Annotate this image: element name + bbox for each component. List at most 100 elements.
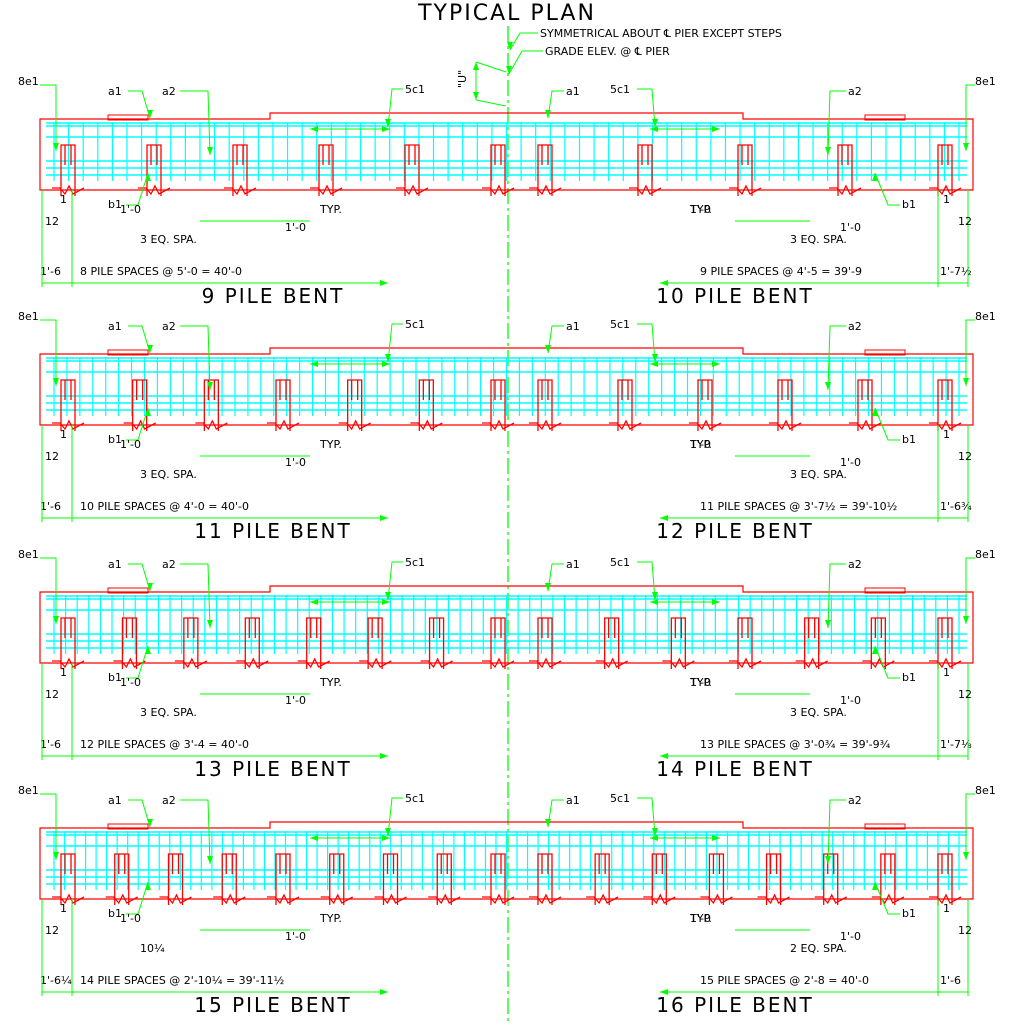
pile bbox=[482, 379, 515, 431]
leader-b1 bbox=[874, 645, 900, 679]
leader-5c1-arrowhead bbox=[652, 592, 658, 600]
pile bbox=[428, 853, 461, 905]
dim-12: 12 bbox=[958, 450, 972, 463]
leader-a2-arrowhead bbox=[825, 620, 831, 628]
bar-label-a2: a2 bbox=[848, 320, 862, 333]
leader-a1 bbox=[128, 799, 151, 828]
pile bbox=[795, 617, 828, 669]
bar-label-5c1: 5c1 bbox=[405, 318, 425, 331]
leader-a1 bbox=[547, 325, 564, 354]
dim-eq-spa: 3 EQ. SPA. bbox=[790, 706, 847, 719]
leader-a1-arrowhead bbox=[147, 110, 153, 118]
bar-label-a1: a1 bbox=[566, 85, 580, 98]
dim-12: 12 bbox=[45, 688, 59, 701]
cap-step-left bbox=[107, 587, 149, 594]
bar-label-b1: b1 bbox=[108, 671, 122, 684]
pile bbox=[929, 379, 962, 431]
dim-1ft-b: 1'-0 bbox=[285, 221, 306, 234]
drawing-title: TYPICAL PLAN bbox=[417, 1, 596, 26]
leader-a2 bbox=[180, 90, 211, 156]
bar-label-a2: a2 bbox=[848, 558, 862, 571]
dim-5c1-arrow-a bbox=[650, 361, 658, 367]
leader-5c1-arrowhead bbox=[652, 828, 658, 836]
pile bbox=[213, 853, 246, 905]
pile bbox=[849, 379, 882, 431]
typ-note: TYP. bbox=[319, 676, 342, 689]
bar-label-8e1: 8e1 bbox=[975, 75, 996, 88]
pile bbox=[529, 853, 562, 905]
dim-1ft-a: 1'-0 bbox=[690, 438, 711, 451]
dim-1ft-b: 1'-0 bbox=[840, 694, 861, 707]
leader-b1-arrowhead bbox=[872, 882, 878, 890]
pile bbox=[482, 144, 515, 196]
leader-5c1 bbox=[387, 88, 403, 128]
leader-5c1-arrowhead bbox=[385, 828, 391, 836]
dim-pile-spaces: 14 PILE SPACES @ 2'-10¼ = 39'-11½ bbox=[80, 974, 284, 987]
dim-eq-spa: 10¼ bbox=[140, 942, 165, 955]
dim-spaces-arrow bbox=[380, 515, 388, 521]
dim-12: 12 bbox=[45, 215, 59, 228]
dim-1ft-a: 1'-0 bbox=[690, 912, 711, 925]
bar-label-8e1: 8e1 bbox=[18, 310, 39, 323]
bar-label-b1: b1 bbox=[108, 198, 122, 211]
pile bbox=[105, 853, 139, 905]
leader-a2-arrowhead bbox=[207, 856, 213, 864]
pile bbox=[52, 144, 85, 196]
leader-a1-arrowhead bbox=[545, 110, 551, 118]
dim-1ft-a: 1'-0 bbox=[120, 438, 141, 451]
leader-8e1 bbox=[965, 557, 975, 624]
dim-1ft-b: 1'-0 bbox=[285, 694, 306, 707]
symmetry-leader-arrowhead bbox=[507, 42, 513, 50]
pile bbox=[267, 853, 300, 905]
bar-label-8e1: 8e1 bbox=[975, 784, 996, 797]
leader-a2-arrowhead bbox=[207, 620, 213, 628]
pile bbox=[929, 853, 962, 905]
typ-note: TYP. bbox=[689, 203, 712, 216]
dim-spaces-arrow bbox=[380, 989, 388, 995]
dim-pile-spaces: 9 PILE SPACES @ 4'-5 = 39'-9 bbox=[700, 265, 862, 278]
pile bbox=[729, 617, 762, 669]
dim-5c1-arrow-a bbox=[650, 599, 658, 605]
pile bbox=[871, 853, 905, 905]
bar-label-5c1: 5c1 bbox=[405, 83, 425, 96]
leader-5c1 bbox=[637, 88, 656, 128]
dim-1: 1 bbox=[943, 902, 950, 915]
dim-5c1-arrow-b bbox=[382, 126, 390, 132]
dim-5c1-arrow-a bbox=[310, 361, 318, 367]
cap-step-left bbox=[107, 114, 149, 121]
dim-12: 12 bbox=[45, 924, 59, 937]
pile bbox=[629, 144, 662, 196]
pile bbox=[52, 853, 85, 905]
bent-title: 16 PILE BENT bbox=[656, 993, 813, 1017]
leader-a1-arrowhead bbox=[545, 819, 551, 827]
leader-a2 bbox=[827, 799, 846, 865]
bent-title: 13 PILE BENT bbox=[194, 757, 351, 781]
pile bbox=[52, 379, 85, 431]
cap-step-right bbox=[864, 349, 906, 356]
bar-label-a1: a1 bbox=[108, 320, 122, 333]
leader-a2 bbox=[180, 563, 211, 629]
dim-eq-spa: 2 EQ. SPA. bbox=[790, 942, 847, 955]
pier-cap-outline bbox=[39, 821, 974, 900]
dim-spaces-arrow bbox=[660, 989, 668, 995]
dim-eq-spa: 3 EQ. SPA. bbox=[790, 233, 847, 246]
dim-5c1-arrow-a bbox=[310, 126, 318, 132]
bar-label-a2: a2 bbox=[848, 85, 862, 98]
pile bbox=[159, 853, 192, 905]
pile bbox=[174, 617, 208, 669]
leader-b1 bbox=[126, 407, 149, 441]
u-arrow-top bbox=[473, 62, 479, 70]
leader-a2 bbox=[827, 90, 846, 156]
leader-b1-arrowhead bbox=[145, 882, 151, 890]
pile bbox=[829, 144, 862, 196]
bar-label-8e1: 8e1 bbox=[18, 548, 39, 561]
leader-8e1-arrowhead bbox=[53, 852, 59, 860]
pile bbox=[52, 617, 85, 669]
leader-8e1-arrowhead bbox=[963, 616, 969, 624]
leader-a1 bbox=[128, 563, 151, 592]
leader-a1-arrowhead bbox=[545, 583, 551, 591]
leader-b1-arrowhead bbox=[145, 173, 151, 181]
bent-title: 10 PILE BENT bbox=[656, 284, 813, 308]
dim-pile-spaces: 13 PILE SPACES @ 3'-0¾ = 39'-9¾ bbox=[700, 738, 891, 751]
